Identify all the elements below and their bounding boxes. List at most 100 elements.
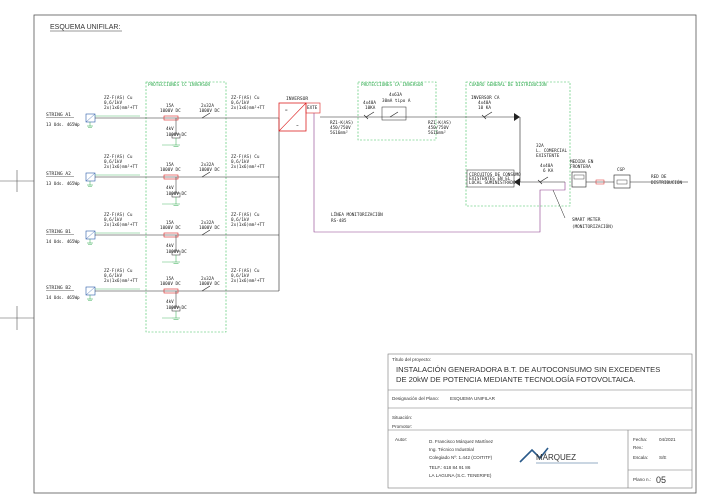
dc-fuse-voltage: 1000V DC [160,167,181,173]
ac-cable-1-voltage: 450/750V [330,125,351,131]
author-city: LA LAGUNA (S.C. TENERIFE) [429,473,492,478]
grid-label-1: RED DE [651,174,667,180]
meter-label-2: FRONTERA [570,164,591,170]
dc-fuse-icon [163,232,179,238]
ac-rcd-ma: 30mA tipo A [382,98,411,104]
dc-protections-label: PROTECCIONES CC INVERSOR [148,82,210,88]
meter-fuse [595,179,605,185]
dc-switch-icon [201,285,211,292]
monitoring-line [313,113,566,233]
inverter-cable-section: 2x(1x6)mm²+TT [231,105,265,111]
date-value: 04/2021 [659,437,676,442]
dc-switch-voltage: 1000V DC [199,281,220,287]
inverter-cable-type: ZZ-F(AS) Cu [231,154,260,160]
dc-switch-current: 2x32A [201,162,214,168]
plan-no-value: 05 [656,475,666,485]
cgp-label: CGP [617,167,625,173]
string-name: STRING A2 [46,171,71,177]
dc-switch-voltage: 1000V DC [199,108,220,114]
project-title-2: DE 20kW DE POTENCIA MEDIANTE TECNOLOGÍA … [396,375,636,384]
scale-value: S/E [659,455,666,460]
inverter-cable-voltage: 0,6/1kV [231,217,250,223]
scale-label: Escala: [633,455,648,460]
inverter-box [278,102,307,132]
dc-switch-voltage: 1000V DC [199,225,220,231]
dc-fuse-voltage: 1000V DC [160,225,181,231]
existing-b-ka: 6 KA [543,168,554,174]
meter-box [571,171,587,188]
meter-label-1: MEDIDA EN [570,159,594,165]
string-modules: 14 Uds. 465Wp [46,239,80,245]
dc-fuse-current: 15A [166,276,174,282]
inverter-cable-type: ZZ-F(AS) Cu [231,268,260,274]
inverter-cable-type: ZZ-F(AS) Cu [231,212,260,218]
main-inverter-a: 4x40A [478,100,491,106]
ac-cable-2-section: 5G16mm² [428,130,446,136]
dc-fuse-voltage: 1000V DC [160,108,181,114]
spd-voltage-level: 4kV [166,299,174,305]
author-label: Autor: [395,437,407,442]
busbar-arrow [514,113,520,121]
main-panel-label: CUADRO GENERAL DE DISTRIBUCIÓN [469,81,547,88]
string-cable-section: 2x(1x6)mm²+TT [104,105,138,111]
dc-fuse-icon [163,174,179,180]
inverter-port-label: EXTE [307,105,318,111]
circuits-box [466,169,515,188]
monitoring-line-label: LÍNEA MONITORIZACIÓN [331,210,383,218]
dc-fuse-icon [163,288,179,294]
existing-line-2: EXISTENTE [536,153,560,159]
string-cable-type: ZZ-F(AS) Cu [104,212,133,218]
sheet-frame [33,14,697,494]
rev-label: Rev.: [633,445,643,450]
dc-fuse-icon [163,115,179,121]
ac-breaker-ka: 10KA [365,105,376,111]
spd-voltage-level: 4kV [166,185,174,191]
inverter-cable-section: 2x(1x6)mm²+TT [231,164,265,170]
date-label: Fecha: [633,437,647,442]
string-name: STRING B2 [46,285,71,291]
dc-switch-current: 2x32A [201,220,214,226]
string-name: STRING A1 [46,112,71,118]
circuits-line-1: CIRCUITOS DE CONSUMO [469,172,521,178]
plan-value: ESQUEMA UNIFILAR [450,396,496,401]
existing-b-a: 4x40A [540,163,553,169]
spd-voltage: 1000V DC [166,132,187,138]
circuits-line-3: LOCAL SUMINISTRADO [469,180,516,186]
dc-switch-icon [201,171,211,178]
ac-breaker [363,111,375,120]
string-cable-section: 2x(1x6)mm²+TT [104,164,138,170]
smart-meter-label-1: SMART METER [572,217,601,223]
main-inverter-breaker [481,111,493,120]
inverter-cable-voltage: 0,6/1kV [231,100,250,106]
ac-cable-1-type: RZ1-K(AS) [330,120,353,126]
spd-voltage-level: 4kV [166,243,174,249]
string-cable-section: 2x(1x6)mm²+TT [104,278,138,284]
ac-rcd [381,106,407,121]
smart-meter-label-2: (MONITORIZACIÓN) [572,223,613,230]
spd-voltage: 1000V DC [166,191,187,197]
dc-switch-current: 2x32A [201,103,214,109]
project-title-1: INSTALACIÓN GENERADORA B.T. DE AUTOCONSU… [396,365,660,374]
promoter-label: Promotor: [392,424,412,429]
dc-switch-current: 2x32A [201,276,214,282]
dc-switch-icon [201,229,211,236]
dc-switch-voltage: 1000V DC [199,167,220,173]
string-modules: 14 Uds. 465Wp [46,295,80,301]
string-cable-type: ZZ-F(AS) Cu [104,268,133,274]
monitoring-protocol-label: RS-485 [331,218,347,224]
dc-fuse-current: 15A [166,162,174,168]
author-phone: TELF.: 618 84 91 86 [429,465,471,470]
string-modules: 13 Uds. 465Wp [46,122,80,128]
dc-switch-icon [201,112,211,119]
string-cable-voltage: 0,6/1kV [104,273,123,279]
ac-rcd-a: 4x63A [389,92,402,98]
spd-voltage: 1000V DC [166,249,187,255]
grid-label-2: DISTRIBUCIÓN [651,179,682,186]
dc-fuse-voltage: 1000V DC [160,281,181,287]
inverter-cable-type: ZZ-F(AS) Cu [231,95,260,101]
string-cable-voltage: 0,6/1kV [104,217,123,223]
project-label: Título del proyecto: [392,357,431,362]
registration-marks [0,170,34,330]
ac-cable-1-section: 5G16mm² [330,130,348,136]
ac-cable-2-type: RZ1-K(AS) [428,120,451,126]
